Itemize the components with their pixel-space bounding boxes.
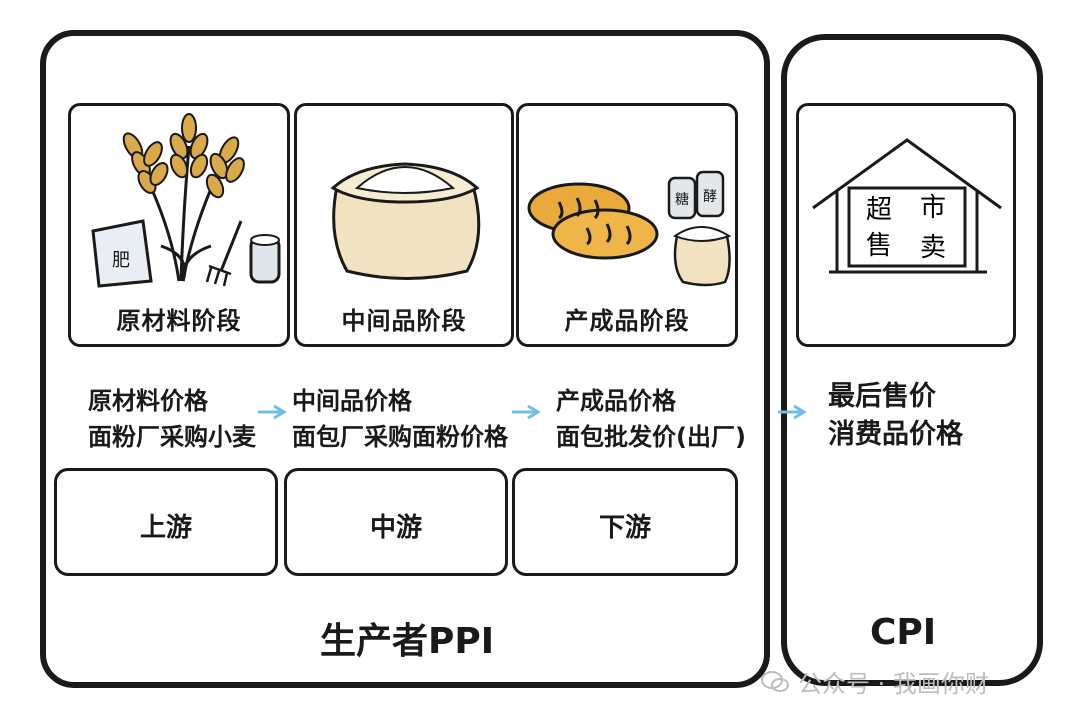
midstream-box: 中游 xyxy=(284,468,508,576)
jar-yeast-text: 酵 xyxy=(703,189,717,205)
price-final: 最后售价 消费品价格 xyxy=(828,378,963,454)
price-mid-line1: 中间品价格 xyxy=(292,387,412,415)
watermark-text: 公众号 · 我画你财 xyxy=(798,670,989,698)
raw-material-stage-card: 肥 原材料阶段 xyxy=(68,103,290,347)
price-prod: 产成品价格 面包批发价(出厂) xyxy=(556,383,746,455)
wechat-icon xyxy=(761,670,789,692)
price-final-line1: 最后售价 xyxy=(828,381,936,412)
price-prod-line2: 面包批发价(出厂) xyxy=(556,423,746,451)
price-mid-line2: 面包厂采购面粉价格 xyxy=(292,423,508,451)
stage-label-raw: 原材料阶段 xyxy=(116,307,242,335)
intermediate-stage-card: 中间品阶段 xyxy=(294,103,514,347)
product-stage-card: 糖 酵 产成品阶段 xyxy=(516,103,738,347)
watermark: 公众号 · 我画你财 xyxy=(760,664,989,699)
wheat-fertilizer-illustration: 肥 xyxy=(91,113,281,288)
house-char-2: 市 xyxy=(920,193,946,223)
downstream-box: 下游 xyxy=(512,468,738,576)
midstream-label: 中游 xyxy=(369,513,422,543)
price-raw: 原材料价格 面粉厂采购小麦 xyxy=(88,383,256,455)
house-char-4: 卖 xyxy=(920,233,946,263)
arrow-right-icon xyxy=(258,404,287,420)
cpi-label: CPI xyxy=(870,612,937,653)
price-final-line2: 消费品价格 xyxy=(828,419,963,450)
jar-sugar-text: 糖 xyxy=(675,192,689,208)
cpi-container xyxy=(781,34,1043,686)
ppi-label: 生产者PPI xyxy=(320,621,495,662)
fertilizer-bag-text: 肥 xyxy=(112,250,130,271)
price-raw-line2: 面粉厂采购小麦 xyxy=(88,423,256,451)
downstream-label: 下游 xyxy=(598,513,651,543)
price-mid: 中间品价格 面包厂采购面粉价格 xyxy=(292,383,508,455)
ppi-container xyxy=(40,30,770,688)
supermarket-card: 超 市 售 卖 xyxy=(796,103,1016,347)
price-prod-line1: 产成品价格 xyxy=(556,387,676,415)
bread-illustration: 糖 酵 xyxy=(527,170,732,287)
house-char-3: 售 xyxy=(866,231,892,261)
flour-sack-illustration xyxy=(330,162,481,280)
stage-label-prod: 产成品阶段 xyxy=(564,307,690,335)
supermarket-house-icon: 超 市 售 卖 xyxy=(812,138,1002,274)
upstream-label: 上游 xyxy=(139,513,192,543)
arrow-right-icon xyxy=(512,404,541,420)
upstream-box: 上游 xyxy=(54,468,278,576)
price-raw-line1: 原材料价格 xyxy=(88,387,208,415)
house-char-1: 超 xyxy=(866,195,892,225)
stage-label-mid: 中间品阶段 xyxy=(341,307,467,335)
arrow-right-icon xyxy=(778,404,807,420)
